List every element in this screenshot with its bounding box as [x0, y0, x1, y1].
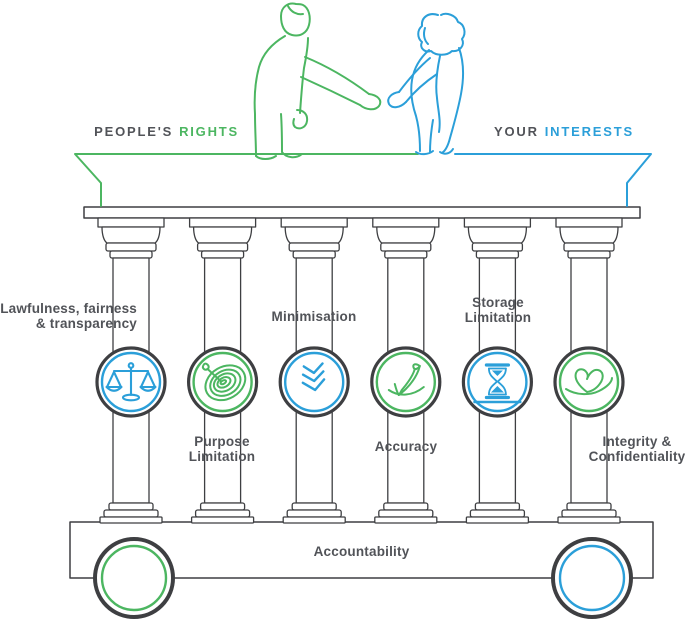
- wheel-left: [93, 537, 175, 619]
- peoples-rights-highlight: RIGHTS: [179, 124, 239, 139]
- pillar-label-storage-limitation: Storage Limitation: [464, 295, 532, 325]
- peoples-rights-prefix: PEOPLE'S: [94, 124, 174, 139]
- scales-icon: [105, 362, 157, 402]
- pillar-label-integrity-confidentiality: Integrity & Confidentiality: [588, 434, 686, 464]
- chevrons-down-icon: [301, 362, 326, 392]
- your-interests-prefix: YOUR: [494, 124, 539, 139]
- accountability-label: Accountability: [313, 544, 410, 559]
- your-interests-highlight: INTERESTS: [544, 124, 634, 139]
- woman-figure: [387, 12, 466, 156]
- wheel-right: [551, 537, 633, 619]
- accuracy-dart-icon: [387, 363, 425, 396]
- storage-badge: [461, 346, 533, 418]
- accuracy-badge: [370, 346, 442, 418]
- pillar-label-accuracy: Accuracy: [374, 439, 438, 454]
- entablature-beam: [83, 206, 641, 219]
- tabletop-left-edge: [74, 153, 419, 207]
- peoples-rights-label: PEOPLE'S RIGHTS: [0, 124, 239, 139]
- heart-icon: [565, 368, 613, 396]
- scales-badge: [95, 346, 167, 418]
- pillar-label-minimisation: Minimisation: [271, 309, 357, 324]
- pillar-label-lawfulness: Lawfulness, fairness & transparency: [0, 301, 137, 331]
- minimisation-badge: [278, 346, 350, 418]
- hourglass-icon: [473, 363, 522, 404]
- your-interests-label: YOUR INTERESTS: [494, 124, 634, 139]
- tabletop-right-edge: [454, 153, 652, 207]
- purpose-badge: [187, 346, 259, 418]
- man-figure: [253, 2, 382, 160]
- integrity-badge: [553, 346, 625, 418]
- target-icon: [201, 362, 247, 402]
- pillar-label-purpose-limitation: Purpose Limitation: [188, 434, 256, 464]
